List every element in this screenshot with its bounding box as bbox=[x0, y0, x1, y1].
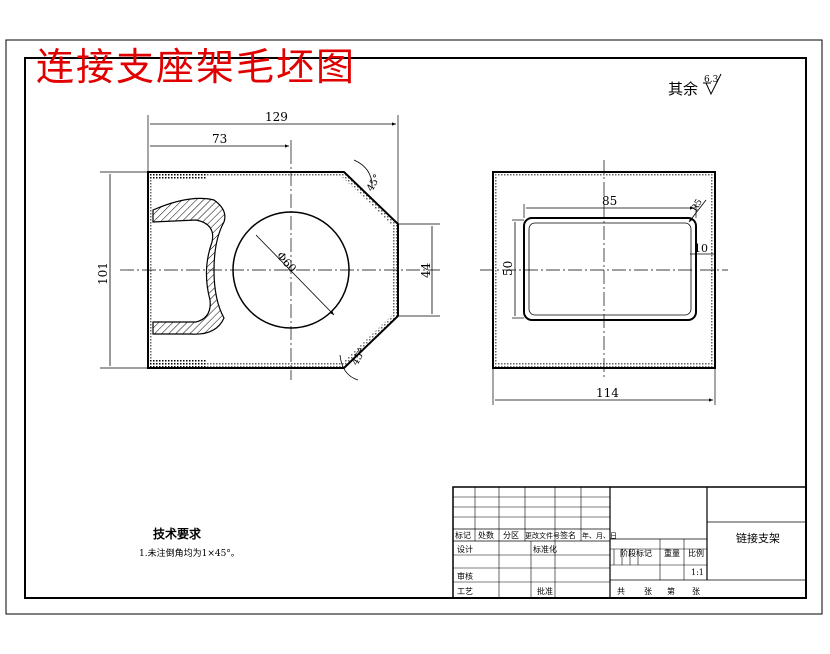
tb-header-2: 处数 bbox=[478, 530, 494, 540]
tb-standardize: 标准化 bbox=[533, 544, 557, 554]
dim-r5: R5 bbox=[690, 197, 705, 213]
front-view bbox=[100, 115, 440, 381]
tb-scale: 1:1 bbox=[691, 568, 704, 577]
inner-border bbox=[24, 57, 807, 599]
side-window-inner bbox=[528, 222, 692, 316]
dim-hole-dia: Φ60 bbox=[274, 249, 299, 275]
drawing-title: 连接支座架毛坯图 bbox=[36, 45, 357, 89]
tb-weight: 重量 bbox=[664, 548, 680, 558]
dim-73: 73 bbox=[212, 132, 227, 146]
tb-header-5: 签名 bbox=[560, 530, 576, 540]
tb-approve: 批准 bbox=[537, 586, 553, 596]
tb-part-name: 链接支架 bbox=[736, 531, 780, 545]
chamfer-bottom-label: 45° bbox=[350, 347, 368, 368]
dim-129: 129 bbox=[265, 110, 288, 124]
dim-85: 85 bbox=[602, 194, 617, 208]
tb-header-3: 分区 bbox=[503, 531, 519, 540]
title-block bbox=[452, 486, 807, 599]
tb-sheet-2: 张 bbox=[644, 587, 652, 596]
tb-sheet-3: 第 bbox=[667, 586, 675, 596]
dim-101: 101 bbox=[96, 262, 110, 285]
side-window-outer bbox=[523, 217, 697, 321]
roughness-value: 6.3 bbox=[704, 75, 719, 85]
tb-review: 审核 bbox=[457, 571, 473, 581]
dim-114: 114 bbox=[596, 386, 619, 400]
notes-line1: 1.未注倒角均为1×45°。 bbox=[139, 547, 240, 559]
tb-sheet-1: 共 bbox=[617, 587, 625, 596]
notes-heading: 技术要求 bbox=[153, 526, 202, 541]
tb-header-6: 年、月、日 bbox=[582, 531, 617, 540]
dim-10: 10 bbox=[694, 242, 708, 255]
tb-process: 工艺 bbox=[457, 587, 473, 596]
section-hatch bbox=[152, 197, 226, 335]
roughness-symbol bbox=[703, 73, 722, 96]
tb-ratio: 比例 bbox=[688, 548, 704, 558]
tb-sheet-4: 张 bbox=[692, 587, 700, 596]
outer-border bbox=[5, 39, 823, 615]
side-view bbox=[480, 160, 728, 405]
tb-design: 设计 bbox=[457, 544, 473, 554]
chamfer-top-label: 45° bbox=[365, 173, 383, 194]
dim-44: 44 bbox=[419, 262, 433, 278]
tb-header-1: 标记 bbox=[455, 530, 471, 540]
dim-50: 50 bbox=[501, 261, 515, 276]
roughness-prefix: 其余 bbox=[668, 80, 698, 98]
tb-stage-mark: 阶段标记 bbox=[620, 548, 652, 558]
tb-header-4: 更改文件号 bbox=[525, 531, 560, 540]
